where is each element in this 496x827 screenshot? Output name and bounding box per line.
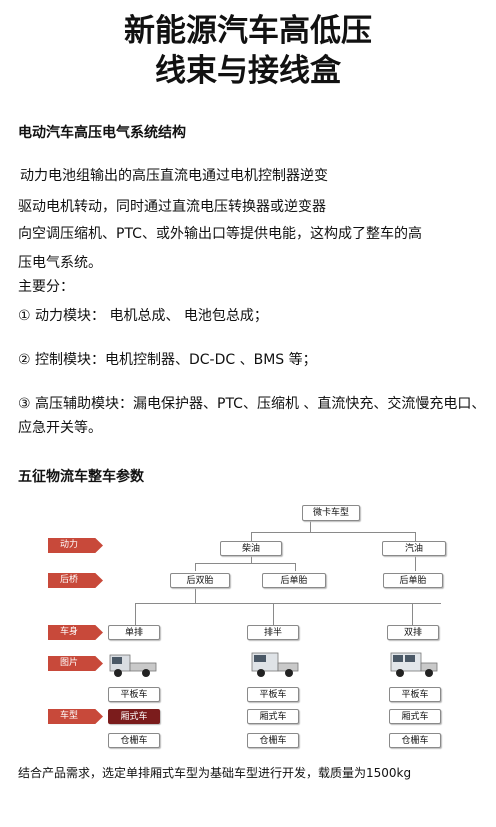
node-model-stake-3: 仓栅车 [389,733,441,748]
section1-heading: 电动汽车高压电气系统结构 [18,125,186,141]
node-root-micro-truck: 微卡车型 [302,505,360,521]
item-power-module: ① 动力模块： 电机总成、 电池包总成； [18,308,268,324]
tag-rear-axle: 后桥 [48,573,103,588]
tag-power: 动力 [48,538,103,553]
node-power-diesel: 柴油 [220,541,282,556]
item-control-module: ② 控制模块：电机控制器、DC-DC 、BMS 等； [18,352,317,368]
tag-model: 车型 [48,709,103,724]
footer-note: 结合产品需求，选定单排厢式车型为基础车型进行开发，载质量为1500kg [18,766,412,780]
doc-title-line1: 新能源汽车高低压 [124,13,372,49]
item-aux-module: ③ 高压辅助模块：漏电保护器、PTC、压缩机 、直流快充、交流慢充电口、应急开关… [18,396,486,436]
node-model-van-1-selected: 厢式车 [108,709,160,724]
para1-line4: 压电气系统。 [18,255,102,271]
vehicle-parameter-diagram: 动力 后桥 车身 图片 车型 微卡车型 柴油 汽油 后双胎 后单胎 后单胎 单排… [40,495,460,755]
para1-line2: 驱动电机转动，同时通过直流电压转换器或逆变器 [18,199,326,215]
node-axle-dual: 后双胎 [170,573,230,588]
node-body-single-row: 单排 [108,625,160,640]
node-model-stake-1: 仓栅车 [108,733,160,748]
node-body-double-row: 双排 [387,625,439,640]
node-model-van-2: 厢式车 [247,709,299,724]
doc-title-line2: 线束与接线盒 [155,53,341,89]
node-model-van-3: 厢式车 [389,709,441,724]
tag-body: 车身 [48,625,103,640]
truck-row-half-icon [251,652,299,677]
node-model-stake-2: 仓栅车 [247,733,299,748]
main-parts-label: 主要分： [18,279,74,295]
node-model-flatbed-2: 平板车 [247,687,299,702]
node-power-gasoline: 汽油 [382,541,446,556]
para1-line1: 动力电池组输出的高压直流电通过电机控制器逆变 [20,168,328,184]
truck-double-row-icon [390,652,438,677]
node-model-flatbed-3: 平板车 [389,687,441,702]
node-axle-single-1: 后单胎 [262,573,326,588]
section2-heading: 五征物流车整车参数 [18,469,144,485]
node-model-flatbed-1: 平板车 [108,687,160,702]
truck-single-row-icon [109,654,157,677]
node-axle-single-2: 后单胎 [383,573,443,588]
tag-picture: 图片 [48,656,103,671]
node-body-row-half: 排半 [247,625,299,640]
para1-line3: 向空调压缩机、PTC、或外输出口等提供电能，这构成了整车的高 [18,226,422,242]
